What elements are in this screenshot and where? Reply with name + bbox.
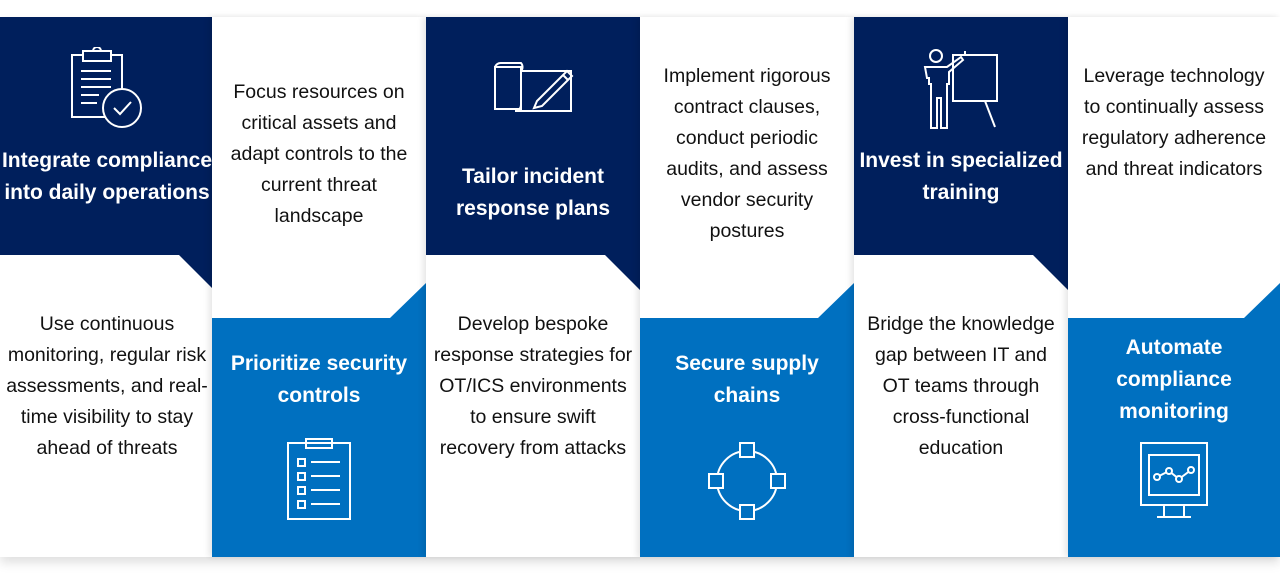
column-title: Integrate compliance into daily operatio…	[1, 149, 213, 204]
column-description: Bridge the knowledge gap between IT and …	[867, 313, 1055, 459]
monitor-chart-icon	[1139, 441, 1209, 521]
checklist-icon	[286, 437, 352, 521]
column-description: Develop bespoke response strategies for …	[433, 313, 633, 459]
title-block	[0, 17, 214, 290]
column-tailor-response: Tailor incident response plans Develop b…	[426, 17, 640, 557]
title-block	[426, 17, 640, 290]
network-ring-icon	[705, 439, 789, 523]
column-title: Prioritize security controls	[230, 352, 408, 407]
clipboard-check-icon	[69, 47, 145, 129]
column-description: Leverage technology to continually asses…	[1081, 65, 1267, 180]
column-description: Use continuous monitoring, regular risk …	[6, 313, 208, 459]
column-secure-supply: Implement rigorous contract clauses, con…	[640, 17, 854, 557]
column-title: Tailor incident response plans	[455, 165, 611, 220]
presenter-board-icon	[919, 47, 1003, 131]
recommendations-panel: Integrate compliance into daily operatio…	[0, 17, 1280, 557]
document-pen-icon	[491, 61, 575, 117]
column-specialized-training: Invest in specialized training Bridge th…	[854, 17, 1068, 557]
column-title: Automate compliance monitoring	[1116, 336, 1232, 423]
column-title: Invest in specialized training	[859, 149, 1063, 204]
column-prioritize-controls: Focus resources on critical assets and a…	[212, 17, 426, 557]
column-description: Focus resources on critical assets and a…	[230, 81, 408, 227]
column-automate-monitoring: Leverage technology to continually asses…	[1068, 17, 1280, 557]
column-integrate-compliance: Integrate compliance into daily operatio…	[0, 17, 214, 557]
column-description: Implement rigorous contract clauses, con…	[663, 65, 831, 242]
column-title: Secure supply chains	[675, 352, 819, 407]
